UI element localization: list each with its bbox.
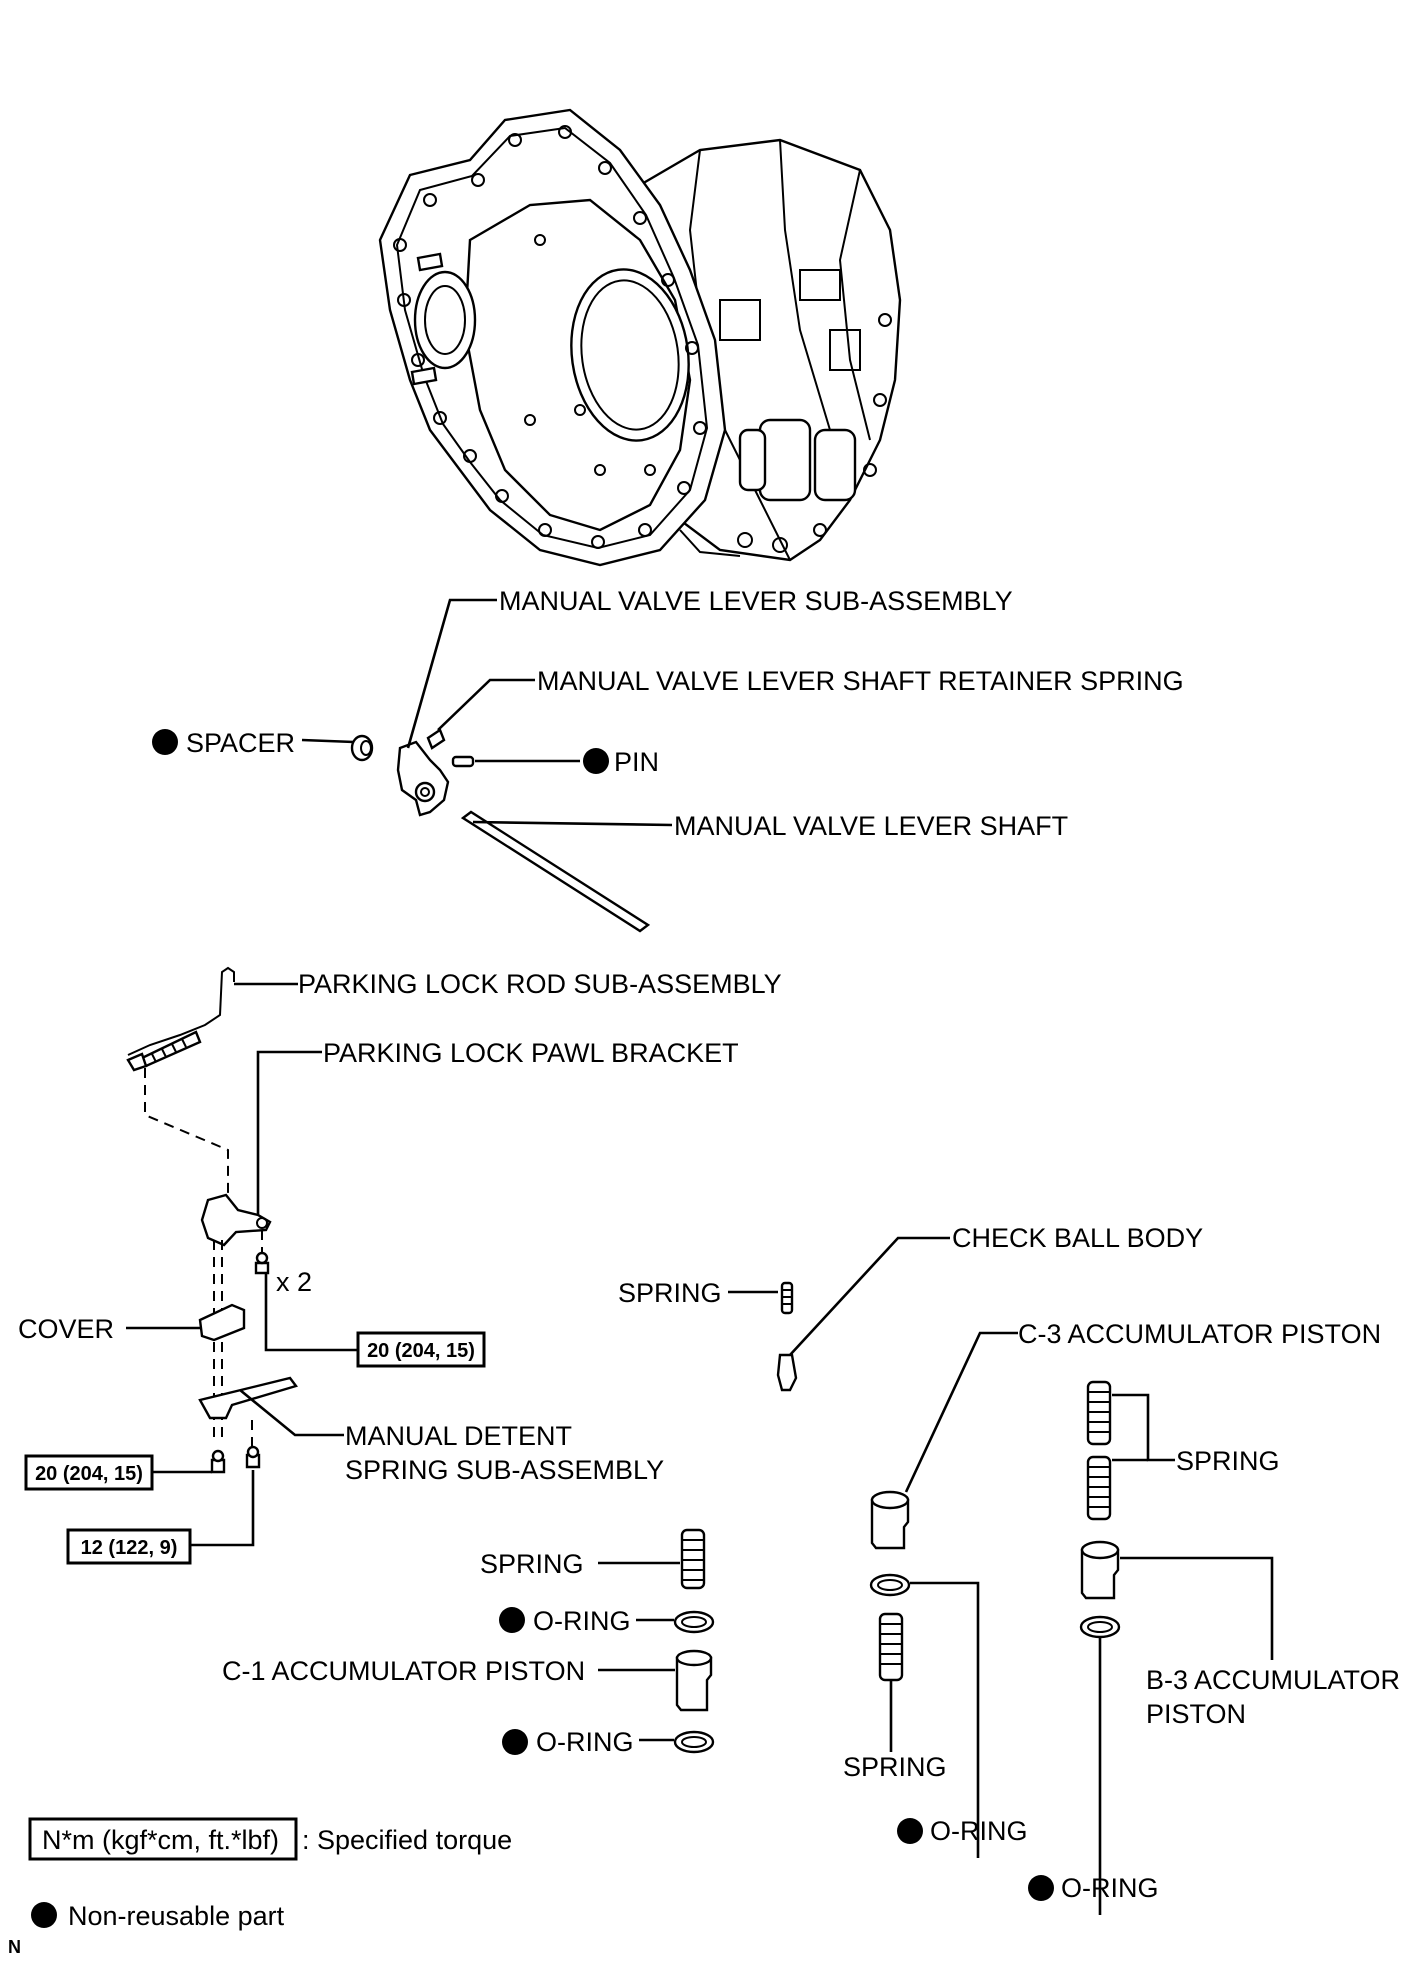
label-parking-lock-pawl-bracket: PARKING LOCK PAWL BRACKET [323, 1038, 739, 1068]
parking-lock-pawl-bracket-part [200, 1193, 272, 1247]
filled-circle-icon [583, 748, 609, 774]
corner-mark: N [8, 1937, 21, 1957]
parking-lock-group [126, 966, 358, 1547]
label-oring-b3: O-RING [1061, 1873, 1159, 1903]
b3-oring-part [1079, 1615, 1121, 1639]
filled-circle-icon [1028, 1875, 1054, 1901]
manual-valve-lever-shaft-part [460, 810, 651, 933]
parking-lock-rod-part [127, 966, 235, 1056]
label-c3-accumulator-piston: C-3 ACCUMULATOR PISTON [1018, 1319, 1381, 1349]
label-parking-lock-rod: PARKING LOCK ROD SUB-ASSEMBLY [298, 969, 782, 999]
c3-oring-part [869, 1573, 911, 1597]
accumulator-group [598, 1236, 1274, 1915]
label-spring-check: SPRING [618, 1278, 722, 1308]
label-c1-accumulator-piston: C-1 ACCUMULATOR PISTON [222, 1656, 585, 1686]
label-manual-valve-lever-sub-assembly: MANUAL VALVE LEVER SUB-ASSEMBLY [499, 586, 1013, 616]
c1-oring-upper-part [673, 1610, 715, 1634]
pin-part [451, 755, 475, 768]
bracket-bolt-part [254, 1261, 270, 1275]
label-oring-c3: O-RING [930, 1816, 1028, 1846]
legend-nonreusable-text: Non-reusable part [68, 1901, 285, 1931]
label-spacer: SPACER [186, 728, 295, 758]
legend-torque-box [28, 1817, 298, 1861]
label-bolt-qty: x 2 [276, 1267, 312, 1297]
legend-torque-unit: N*m (kgf*cm, ft.*lbf) [42, 1825, 279, 1855]
filled-circle-icon [502, 1729, 528, 1755]
c1-oring-lower-part [673, 1730, 715, 1754]
label-spring-c3: SPRING [843, 1752, 947, 1782]
torque-box-detent-left [24, 1454, 154, 1491]
label-b3-accumulator-piston-1: B-3 ACCUMULATOR [1146, 1665, 1400, 1695]
check-ball-body-part [776, 1353, 798, 1392]
label-manual-valve-lever-shaft: MANUAL VALVE LEVER SHAFT [674, 811, 1068, 841]
label-check-ball-body: CHECK BALL BODY [952, 1223, 1203, 1253]
torque-box-bracket [356, 1331, 486, 1368]
torque-value-detent-right: 12 (122, 9) [81, 1537, 178, 1559]
transaxle-case-illustration [378, 108, 902, 567]
label-pin: PIN [614, 747, 659, 777]
filled-circle-icon [31, 1902, 57, 1928]
torque-value-bracket: 20 (204, 15) [367, 1340, 475, 1362]
label-spring-c1: SPRING [480, 1549, 584, 1579]
cover-part [198, 1303, 246, 1342]
filled-circle-icon [152, 729, 178, 755]
filled-circle-icon [897, 1818, 923, 1844]
retainer-spring-part [426, 728, 446, 750]
label-spring-b3: SPRING [1176, 1446, 1280, 1476]
label-cover: COVER [18, 1314, 114, 1344]
manual-valve-lever-part [396, 740, 450, 817]
filled-circle-icon [499, 1607, 525, 1633]
c3-accumulator-piston-part [870, 1498, 910, 1550]
label-manual-detent-spring-2: SPRING SUB-ASSEMBLY [345, 1455, 664, 1485]
label-oring-c1-upper: O-RING [533, 1606, 631, 1636]
label-b3-accumulator-piston-2: PISTON [1146, 1699, 1246, 1729]
torque-value-detent-left: 20 (204, 15) [35, 1463, 143, 1485]
label-manual-detent-spring-1: MANUAL DETENT [345, 1421, 572, 1451]
label-oring-c1-lower: O-RING [536, 1727, 634, 1757]
label-retainer-spring: MANUAL VALVE LEVER SHAFT RETAINER SPRING [537, 666, 1184, 696]
torque-box-detent-right [66, 1528, 192, 1565]
legend-torque-text: : Specified torque [302, 1825, 512, 1855]
manual-valve-lever-group [301, 598, 673, 933]
